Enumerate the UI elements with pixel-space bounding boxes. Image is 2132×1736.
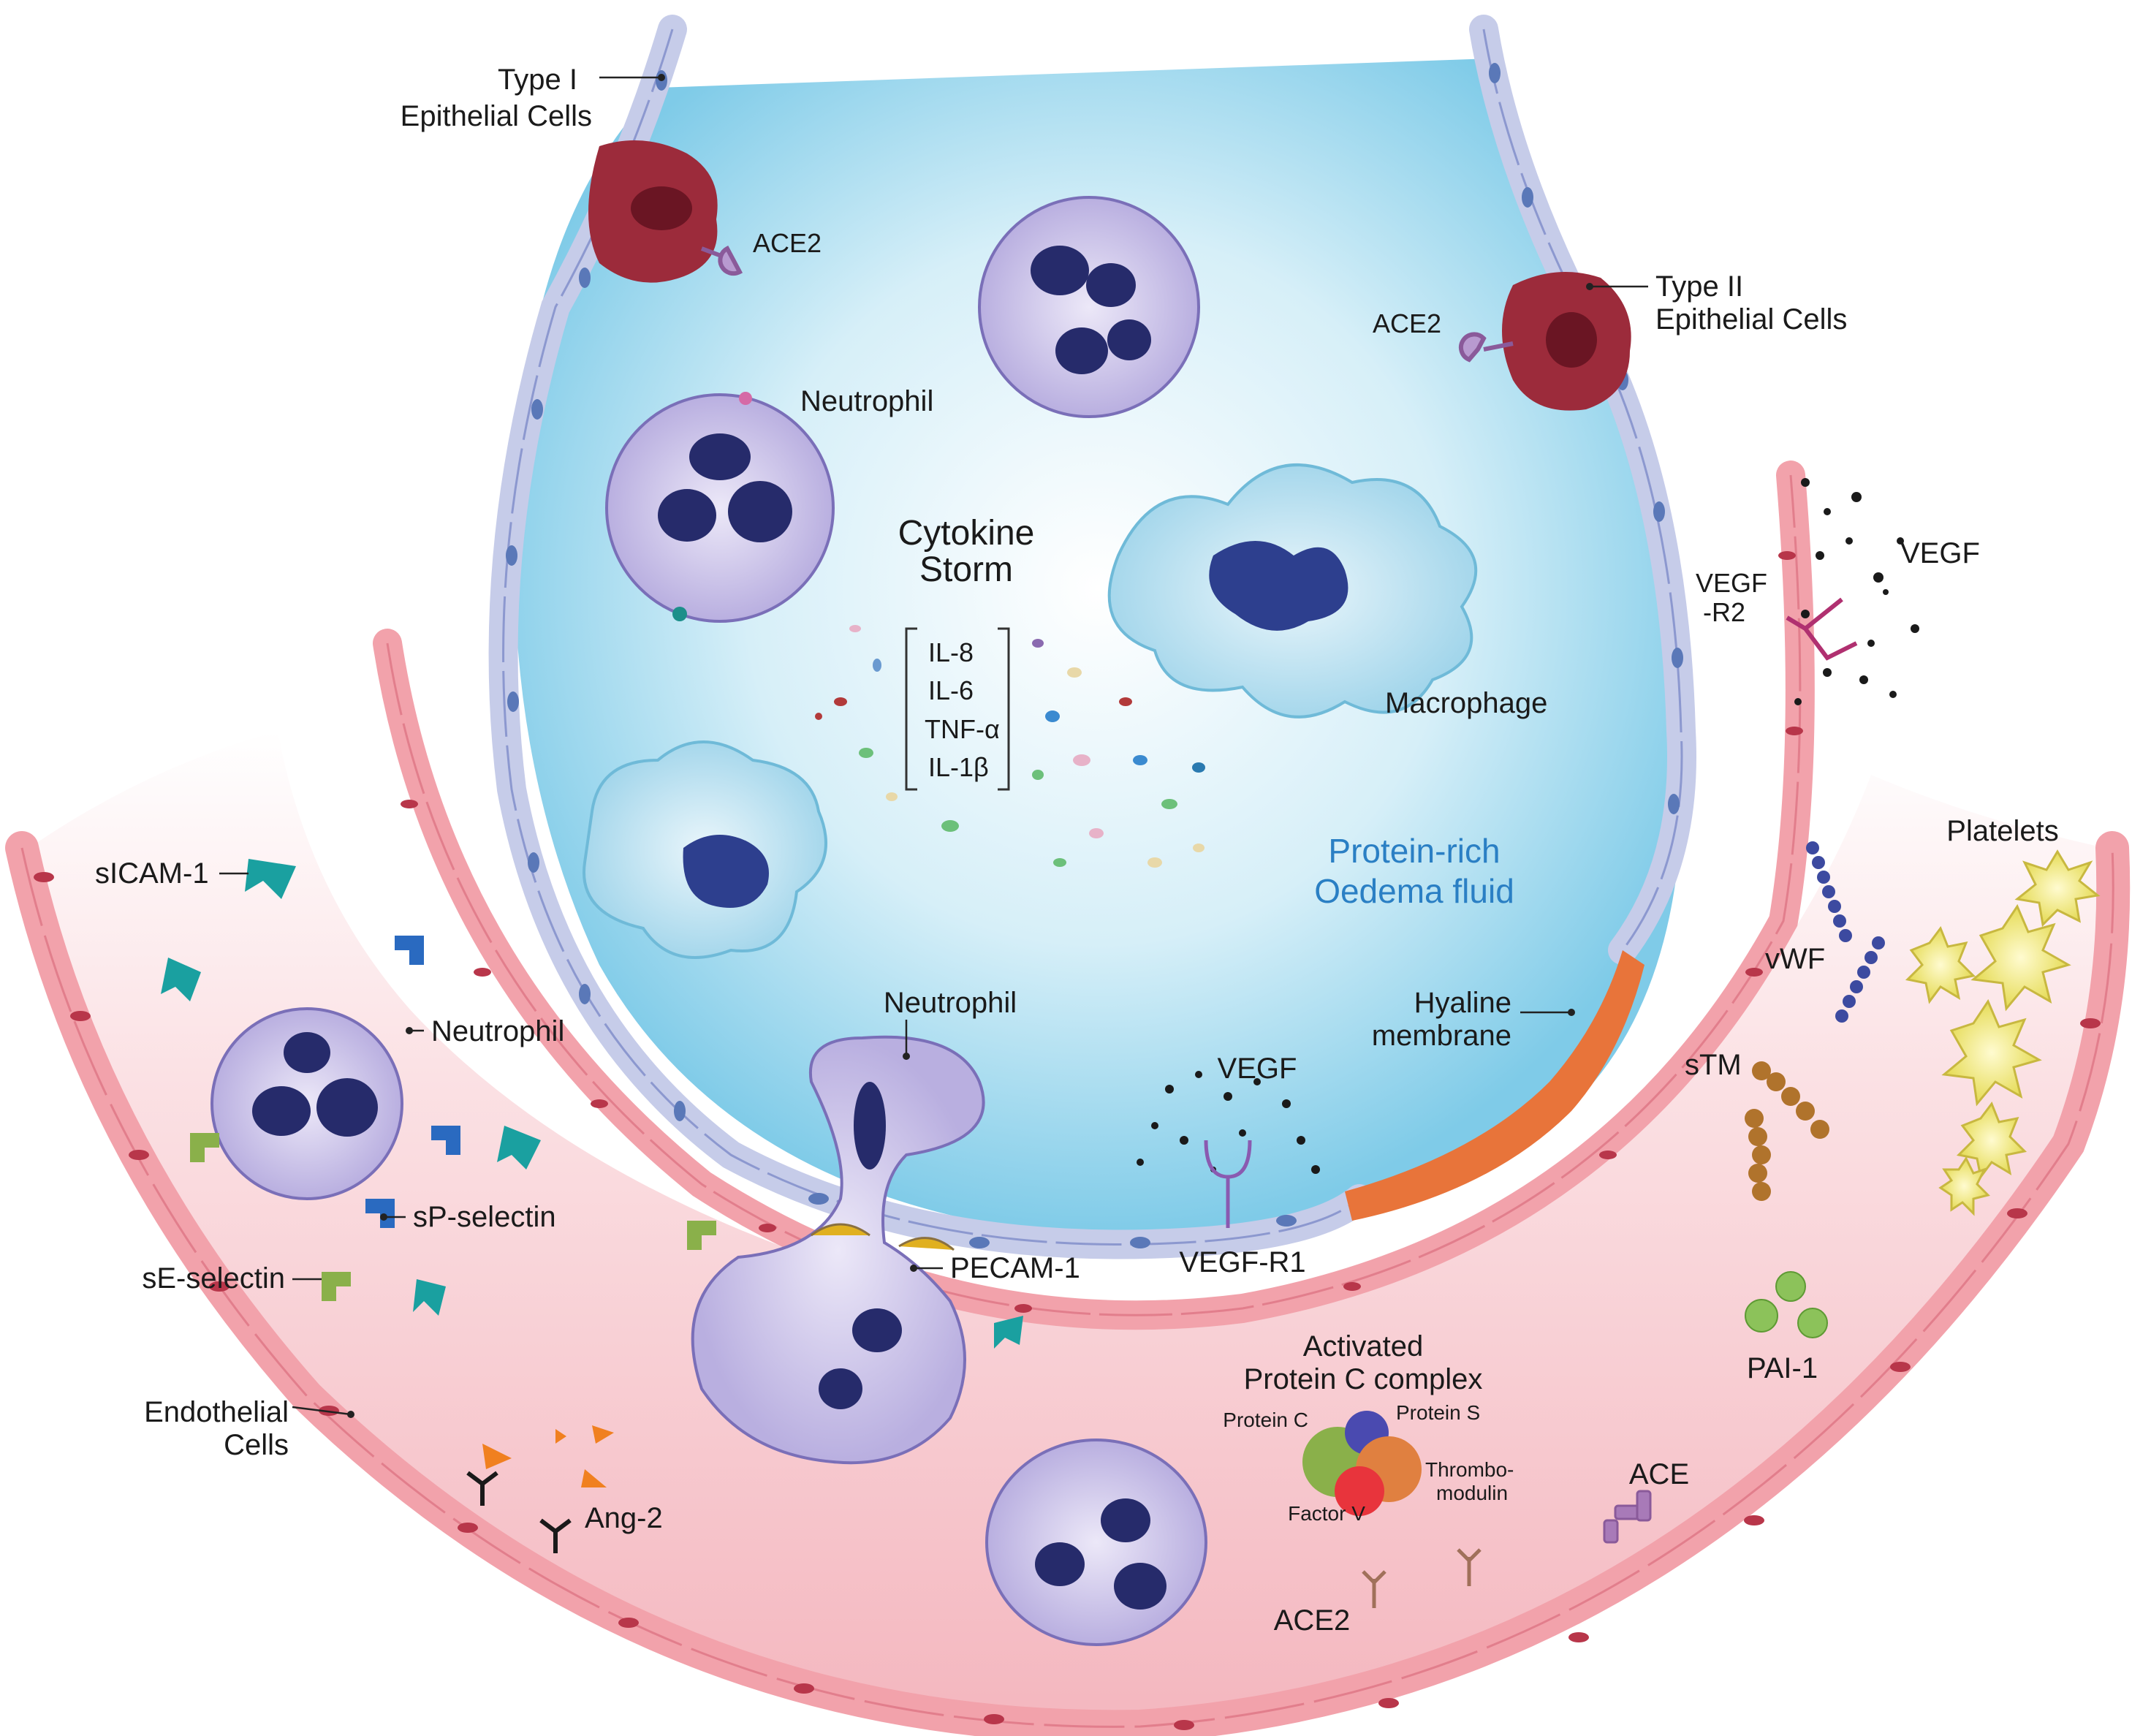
label-cytokine-il6: IL-6	[928, 675, 974, 705]
label-protein-c: Protein C	[1223, 1409, 1308, 1431]
vegf-particles-bottom	[1137, 1071, 1320, 1174]
apc-complex	[1302, 1411, 1422, 1516]
vegf-particles-top	[1794, 478, 1919, 705]
label-ace: ACE	[1629, 1458, 1689, 1490]
neutrophil-transmigrating	[691, 1035, 985, 1465]
label-hyaline-line1: Hyaline	[1414, 987, 1511, 1019]
platelets	[1905, 849, 2101, 1216]
label-cytokine-il8: IL-8	[928, 637, 974, 667]
label-cytokine-tnfa: TNF-α	[925, 714, 1000, 744]
neutrophil-vessel-bottom	[985, 1439, 1207, 1646]
hyaline-membrane	[1345, 950, 1644, 1221]
label-vegf-top: VEGF	[1900, 537, 1980, 569]
label-hyaline-line2: membrane	[1372, 1020, 1511, 1052]
label-sp-selectin: sP-selectin	[413, 1201, 556, 1233]
label-oedema-line2: Oedema fluid	[1314, 872, 1514, 910]
neutrophil-alveolar-left	[605, 392, 835, 623]
label-oedema-line1: Protein-rich	[1328, 832, 1500, 870]
label-platelets: Platelets	[1946, 815, 2058, 847]
endothelial-nuclei	[34, 551, 2101, 1730]
se-selectin-molecules	[190, 1133, 716, 1301]
label-pecam1: PECAM-1	[950, 1252, 1080, 1284]
label-vegfr2-line1: VEGF	[1696, 568, 1767, 598]
neutrophil-vessel-left	[210, 1007, 403, 1200]
label-thrombo-line2: modulin	[1436, 1482, 1508, 1504]
label-cytokine-line2: Storm	[919, 550, 1013, 589]
tie2-receptors	[466, 1471, 572, 1553]
label-endo-line2: Cells	[224, 1429, 289, 1461]
label-type2-line1: Type II	[1655, 270, 1743, 303]
stm-chain	[1745, 1061, 1829, 1201]
label-cytokine-il1b: IL-1β	[928, 752, 989, 782]
ace2-receptor-top-left	[700, 245, 743, 276]
ang2-molecules	[482, 1425, 614, 1487]
label-neutrophil-transmigrating: Neutrophil	[884, 987, 1017, 1019]
sp-selectin-molecules	[365, 936, 460, 1228]
label-ace2-bottom: ACE2	[1274, 1604, 1351, 1637]
neutrophil-top	[978, 196, 1200, 418]
label-type1-line1: Type I	[498, 64, 577, 96]
pecam1-molecules	[811, 1223, 955, 1251]
label-ace2-top-right: ACE2	[1373, 308, 1441, 338]
vegfr1-receptor	[1204, 1140, 1252, 1228]
label-endo-line1: Endothelial	[144, 1396, 289, 1428]
vwf-multimers	[1806, 841, 1885, 1023]
label-sicam1: sICAM-1	[95, 857, 209, 890]
label-thrombo-line1: Thrombo-	[1425, 1458, 1514, 1481]
label-neutrophil-alveolar: Neutrophil	[800, 385, 933, 417]
label-vwf: vWF	[1765, 943, 1825, 975]
label-pai1: PAI-1	[1747, 1352, 1818, 1384]
label-apc-line2: Protein C complex	[1244, 1363, 1483, 1395]
label-stm: sTM	[1685, 1049, 1742, 1081]
blood-vessel-lumen	[29, 731, 2106, 1718]
label-se-selectin: sE-selectin	[142, 1262, 285, 1295]
macrophage-small	[583, 740, 827, 959]
label-cytokine-line1: Cytokine	[898, 514, 1035, 553]
label-protein-s: Protein S	[1396, 1401, 1480, 1424]
ace-receptor	[1603, 1490, 1652, 1544]
label-ace2-top-left: ACE2	[753, 228, 822, 258]
label-macrophage: Macrophage	[1385, 687, 1547, 719]
ace2-receptors-bottom	[1362, 1548, 1482, 1608]
label-type1-line2: Epithelial Cells	[401, 100, 592, 132]
type2-epithelial-cell-left	[588, 140, 718, 283]
label-vegfr1: VEGF-R1	[1179, 1246, 1305, 1278]
macrophage	[1107, 463, 1478, 719]
alveolus	[514, 58, 1683, 1236]
label-ang2: Ang-2	[585, 1502, 663, 1534]
ace2-receptor-top-right	[1458, 332, 1514, 363]
label-neutrophil-vessel: Neutrophil	[431, 1015, 564, 1047]
cytokine-particles	[815, 625, 1205, 868]
label-factor-v: Factor V	[1288, 1502, 1365, 1525]
label-vegf-bottom: VEGF	[1218, 1053, 1297, 1085]
vegfr2-receptor	[1786, 597, 1858, 661]
label-type2-line2: Epithelial Cells	[1655, 303, 1847, 336]
label-vegfr2-line2: -R2	[1703, 597, 1745, 627]
leader-lines	[219, 872, 1575, 1418]
label-apc-line1: Activated	[1303, 1330, 1424, 1362]
type2-epithelial-cell-right	[1502, 272, 1631, 411]
sicam1-molecules	[161, 859, 1023, 1349]
pai1-molecules	[1745, 1271, 1828, 1338]
cytokine-bracket	[905, 627, 1010, 791]
